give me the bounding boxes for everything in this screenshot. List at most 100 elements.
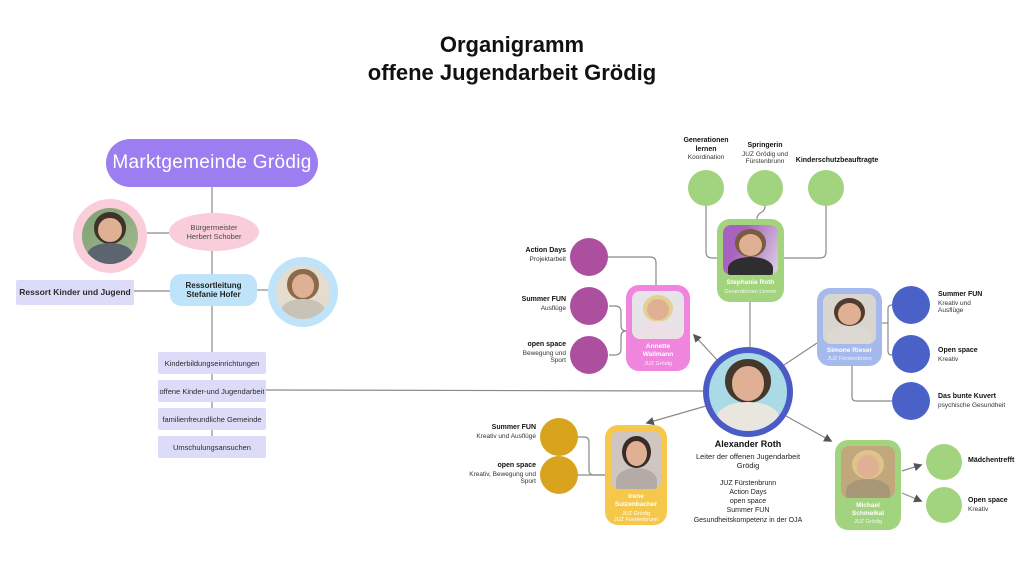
municipality-label: Marktgemeinde Grödig: [112, 152, 312, 173]
department-head-photo: [276, 265, 330, 319]
area-label: offene Kinder-und Jugendarbeit: [159, 386, 265, 396]
leader-duty: JUZ Fürstenbrunn: [719, 479, 777, 487]
task-label-openspace-irene: open space Kreativ, Bewegung und Sport: [469, 462, 536, 486]
leader-role: Leiter der offenen Jugendarbeit Grödig: [695, 452, 801, 471]
task-circle-generationen: [688, 170, 724, 206]
stephanie-org: Generationen Lernen: [724, 289, 777, 295]
leader-duty: Summer FUN: [726, 507, 770, 515]
title-line1: Organigramm: [439, 32, 585, 57]
mayor-name: Herbert Schober: [186, 232, 242, 241]
link-leader-michael: [785, 415, 833, 442]
stephanie-name: Stephanie Roth: [726, 279, 775, 286]
leader-text-block: Alexander Roth Leiter der offenen Jugend…: [693, 439, 803, 525]
link-circle-kinderschutz: [784, 206, 827, 259]
task-circle-summerfun-simone: [892, 286, 930, 324]
task-label-kinderschutz: Kinderschutzbeauftragte: [795, 157, 879, 164]
task-label-kuvert: Das bunte Kuvert psychische Gesundheit: [938, 393, 1006, 409]
irene-photo: [611, 431, 661, 489]
annette-photo: [632, 291, 684, 339]
link-area2-leader: [265, 389, 704, 392]
area-box-kinderbildung: Kinderbildungseinrichtungen: [158, 352, 266, 374]
leader-duty: open space: [729, 498, 767, 506]
link-openspace-annette: [609, 330, 627, 356]
task-label-actiondays: Action Days Projektarbeit: [525, 247, 566, 263]
stephanie-photo: [723, 225, 778, 275]
area-box-jugendarbeit: offene Kinder-und Jugendarbeit: [158, 380, 266, 402]
simone-photo: [823, 294, 876, 344]
department-head-avatar: [268, 257, 338, 327]
link-leader-irene: [645, 405, 707, 426]
task-circle-springerin: [747, 170, 783, 206]
michael-first-name: Michael: [856, 502, 880, 509]
link-circle-generationen: [705, 206, 717, 259]
department-head-node: Ressortleitung Stefanie Hofer: [170, 274, 257, 306]
title-line2: offene Jugendarbeit Grödig: [367, 60, 657, 85]
task-circle-actiondays: [570, 238, 608, 276]
michael-last-name: Schmeikal: [851, 510, 885, 517]
link-actiondays-annette: [608, 256, 657, 285]
michael-photo: [841, 446, 895, 498]
area-label: Umschulungsansuchen: [173, 442, 251, 452]
task-label-openspace-michael: Open space Kreativ: [968, 497, 1008, 513]
task-label-generationen: Generationen lernen Koordination: [683, 137, 729, 162]
link-leader-annette: [692, 333, 719, 362]
task-label-summerfun-annette: Summer FUN Ausflüge: [521, 296, 566, 312]
area-label: Kinderbildungseinrichtungen: [164, 358, 260, 368]
staff-card-simone: Simone Rieser JUZ Fürstenbrunn: [817, 288, 882, 366]
simone-name: Simone Rieser: [826, 347, 873, 354]
simone-org: JUZ Fürstenbrunn: [827, 356, 872, 362]
task-circle-openspace-simone: [892, 335, 930, 373]
mayor-node: Bürgermeister Herbert Schober: [169, 213, 259, 251]
mayor-avatar: [73, 199, 147, 273]
staff-card-irene: Irene Sulzenbacher JUZ Grödig JUZ Fürste…: [605, 425, 667, 525]
annette-first-name: Annette: [645, 343, 671, 350]
link-summerfun-irene: [578, 436, 605, 476]
task-label-springerin: Springerin JUZ Grödig und Fürstenbrunn: [742, 142, 788, 166]
leader-name: Alexander Roth: [714, 439, 782, 449]
municipality-box: Marktgemeinde Grödig: [106, 139, 318, 187]
leader-duty: Action Days: [729, 488, 767, 496]
link-summerfun-annette: [609, 305, 627, 332]
link-simone-circles12: [887, 304, 893, 356]
task-circle-openspace-annette: [570, 336, 608, 374]
task-circle-openspace-michael: [926, 487, 962, 523]
department-head-name: Stefanie Hofer: [186, 290, 241, 299]
page-title: Organigramm offene Jugendarbeit Grödig: [0, 31, 1024, 87]
leader-photo: [709, 353, 787, 431]
link-circle-springerin: [756, 205, 766, 220]
leader-duty: Gesundheitskompetenz in der OJA: [693, 516, 803, 524]
staff-card-annette: Annette Wallmann JUZ Grödig: [626, 285, 690, 371]
task-circle-summerfun-annette: [570, 287, 608, 325]
task-circle-summerfun-irene: [540, 418, 578, 456]
staff-card-stephanie: Stephanie Roth Generationen Lernen: [717, 219, 784, 302]
department-head-role: Ressortleitung: [185, 280, 242, 290]
area-box-umschulung: Umschulungsansuchen: [158, 436, 266, 458]
task-circle-kuvert: [892, 382, 930, 420]
mayor-photo: [82, 208, 138, 264]
task-label-summerfun-simone: Summer FUN Kreativ und Ausflüge: [938, 291, 983, 315]
leader-duties: JUZ Fürstenbrunn Action Days open space …: [693, 479, 803, 525]
task-circle-openspace-irene: [540, 456, 578, 494]
task-circle-kinderschutz: [808, 170, 844, 206]
area-label: familienfreundliche Gemeinde: [162, 414, 262, 424]
link-leader-simone: [783, 342, 818, 366]
link-simone-circle3: [851, 366, 892, 402]
leader-avatar: [703, 347, 793, 437]
task-label-summerfun-irene: Summer FUN Kreativ und Ausflüge: [476, 424, 536, 440]
area-box-familienfreundlich: familienfreundliche Gemeinde: [158, 408, 266, 430]
michael-org: JUZ Grödig: [853, 519, 883, 525]
task-circle-maedchentreff: [926, 444, 962, 480]
task-label-maedchentreff: Mädchentrefft: [968, 457, 1015, 464]
mayor-role: Bürgermeister: [190, 223, 238, 232]
link-michael-openspace: [901, 492, 923, 503]
irene-org2: JUZ Fürstenbrunn: [613, 517, 659, 523]
link-michael-maedchen: [901, 463, 923, 472]
task-label-openspace-annette: open space Bewegung und Sport: [522, 341, 566, 365]
ressort-label: Ressort Kinder und Jugend: [19, 287, 131, 297]
irene-last-name: Sulzenbacher: [614, 501, 658, 508]
staff-card-michael: Michael Schmeikal JUZ Grödig: [835, 440, 901, 530]
irene-org1: JUZ Grödig: [621, 511, 651, 517]
ressort-box: Ressort Kinder und Jugend: [16, 280, 134, 305]
